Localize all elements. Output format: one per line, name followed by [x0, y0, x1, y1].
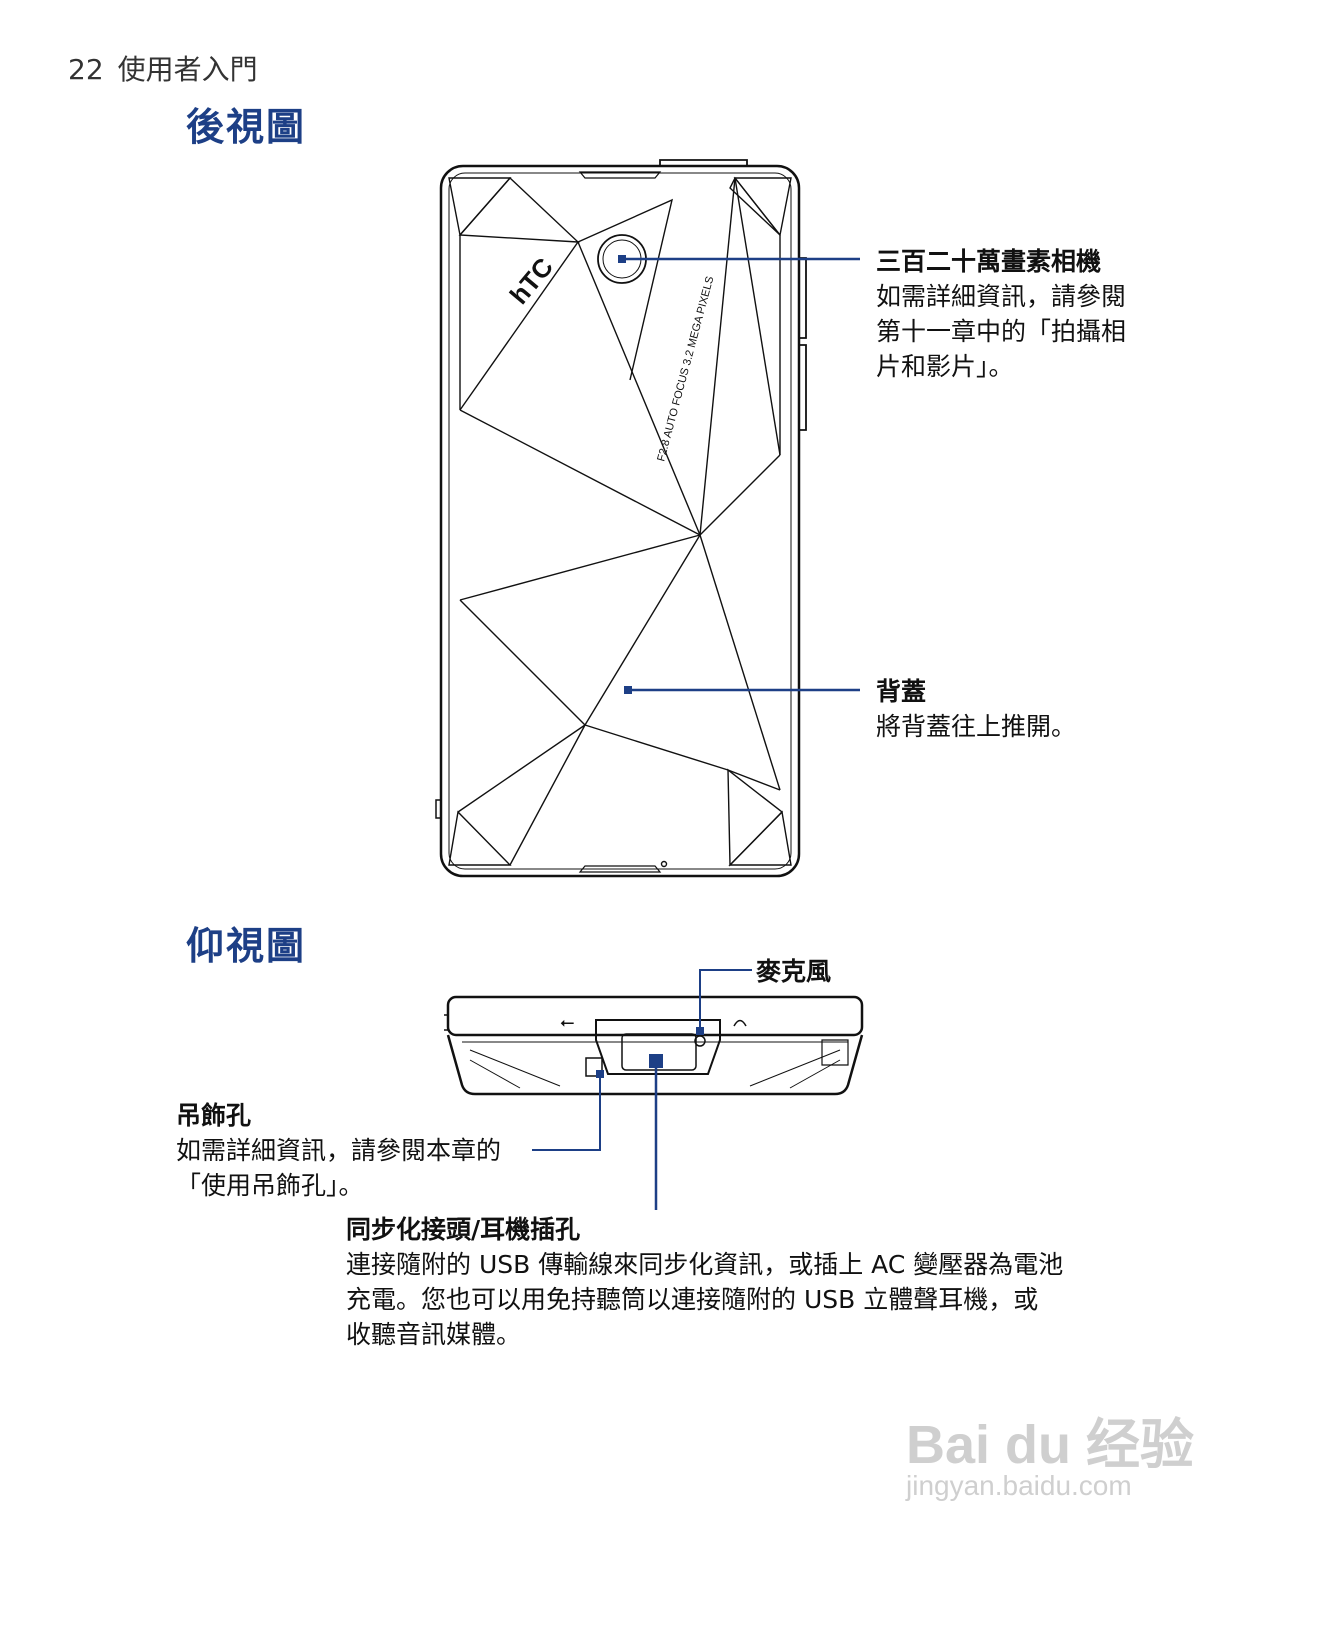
strap-hole-callout-line: 「使用吊飾孔」。 — [176, 1171, 364, 1200]
usb-icon: ⭠ — [560, 1012, 574, 1033]
back-cover-callout-line: 將背蓋往上推開。 — [876, 712, 1077, 741]
back-cover-callout: 背蓋 將背蓋往上推開。 — [876, 674, 1076, 744]
sync-connector-callout-title: 同步化接頭/耳機插孔 — [346, 1215, 581, 1244]
strap-hole-callout: 吊飾孔 如需詳細資訊，請參閱本章的 「使用吊飾孔」。 — [176, 1098, 501, 1203]
page-number: 22 — [68, 53, 104, 86]
camera-callout: 三百二十萬畫素相機 如需詳細資訊，請參閱 第十一章中的「拍攝相 片和影片」。 — [876, 244, 1126, 384]
strap-hole-callout-line: 如需詳細資訊，請參閱本章的 — [176, 1136, 502, 1165]
bottom-view-title: 仰視圖 — [186, 924, 307, 968]
back-view-title: 後視圖 — [186, 105, 307, 149]
watermark-logo: Bai du 经验 — [906, 1415, 1195, 1475]
strap-hole-callout-title: 吊飾孔 — [176, 1101, 252, 1130]
back-cover-callout-title: 背蓋 — [876, 677, 927, 706]
camera-callout-line: 片和影片」。 — [876, 352, 1014, 381]
page-header: 22 使用者入門 — [68, 48, 258, 88]
chapter-title: 使用者入門 — [117, 53, 258, 86]
camera-callout-title: 三百二十萬畫素相機 — [876, 247, 1102, 276]
camera-callout-line: 如需詳細資訊，請參閱 — [876, 282, 1127, 311]
microphone-callout-title: 麥克風 — [756, 957, 832, 986]
camera-callout-line: 第十一章中的「拍攝相 — [876, 317, 1127, 346]
sync-connector-callout-line: 充電。您也可以用免持聽筒以連接隨附的 USB 立體聲耳機，或 — [346, 1285, 1039, 1314]
sync-connector-callout: 同步化接頭/耳機插孔 連接隨附的 USB 傳輸線來同步化資訊，或插上 AC 變壓… — [346, 1212, 1063, 1352]
microphone-callout: 麥克風 — [756, 954, 831, 989]
sync-connector-callout-line: 連接隨附的 USB 傳輸線來同步化資訊，或插上 AC 變壓器為電池 — [346, 1250, 1064, 1279]
sync-connector-callout-line: 收聽音訊媒體。 — [346, 1320, 522, 1349]
watermark-url: jingyan.baidu.com — [906, 1470, 1132, 1501]
